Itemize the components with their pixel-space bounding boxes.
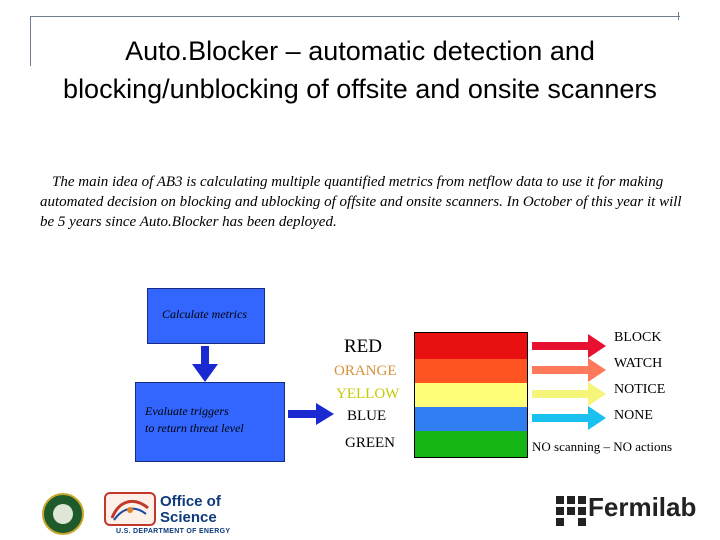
action-watch: WATCH xyxy=(614,356,663,371)
action-notice: NOTICE xyxy=(614,382,666,397)
title-frame-tick xyxy=(678,12,679,20)
notice-arrow-icon xyxy=(532,382,606,406)
none-arrow-icon xyxy=(532,406,606,430)
office-of-science-dept: U.S. DEPARTMENT OF ENERGY xyxy=(116,528,231,535)
level-yellow: YELLOW xyxy=(336,386,400,402)
band-green xyxy=(415,431,527,457)
title-frame-left xyxy=(30,16,31,66)
evaluate-triggers-label-1: Evaluate triggers xyxy=(145,404,229,418)
watch-arrow-icon xyxy=(532,358,606,382)
down-arrow-icon xyxy=(192,346,218,382)
office-of-science-logo: Office of Science U.S. DEPARTMENT OF ENE… xyxy=(104,492,234,536)
block-arrow-icon xyxy=(532,334,606,358)
office-of-science-mark-icon xyxy=(104,492,156,526)
doe-seal-center xyxy=(53,504,73,524)
band-blue xyxy=(415,407,527,431)
office-of-science-line2: Science xyxy=(160,509,217,526)
band-red xyxy=(415,333,527,359)
threat-level-stack xyxy=(414,332,528,458)
action-arrows xyxy=(532,334,606,430)
calculate-metrics-label: Calculate metrics xyxy=(162,307,247,321)
title-frame-top xyxy=(30,16,680,17)
action-green-none: NO scanning – NO actions xyxy=(532,439,673,454)
fermilab-wordmark: Fermilab xyxy=(588,492,697,522)
level-red: RED xyxy=(344,336,382,357)
slide-title: Auto.Blocker – automatic detection and b… xyxy=(63,36,657,104)
evaluate-triggers-label-2: to return threat level xyxy=(145,421,244,435)
level-green: GREEN xyxy=(345,435,395,451)
band-yellow xyxy=(415,383,527,407)
fermilab-mark-icon xyxy=(556,496,586,526)
doe-seal-logo xyxy=(42,493,84,535)
intro-paragraph: The main idea of AB3 is calculating mult… xyxy=(40,174,682,230)
action-block: BLOCK xyxy=(614,330,662,345)
level-blue: BLUE xyxy=(347,408,387,424)
band-orange xyxy=(415,359,527,383)
calculate-metrics-box: Calculate metrics xyxy=(147,288,265,344)
level-orange: ORANGE xyxy=(334,363,397,379)
right-arrow-icon xyxy=(288,403,334,425)
office-of-science-line1: Office of xyxy=(160,493,221,510)
action-none: NONE xyxy=(614,408,653,423)
evaluate-triggers-box: Evaluate triggers to return threat level xyxy=(135,382,285,462)
